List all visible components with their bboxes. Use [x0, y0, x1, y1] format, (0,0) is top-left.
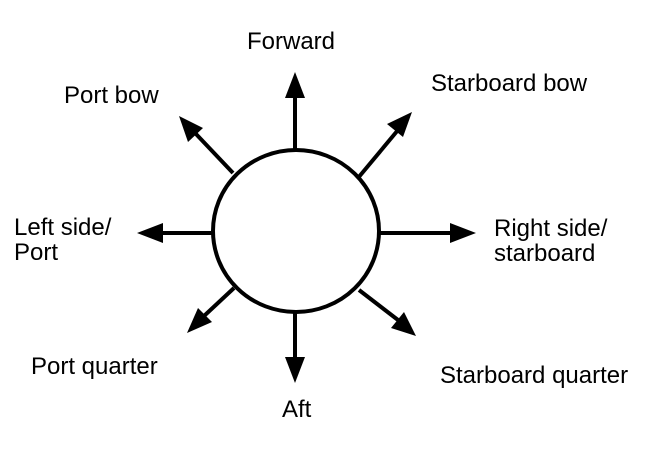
arrow-port-quarter — [187, 286, 236, 333]
label-port-quarter: Port quarter — [31, 353, 158, 380]
label-left-side-line1: Left side/ — [14, 214, 112, 241]
label-right-side: Right side/ starboard — [494, 216, 607, 266]
label-port-bow: Port bow — [64, 82, 159, 109]
arrow-left-side — [137, 223, 212, 243]
arrow-starboard-bow — [356, 112, 412, 180]
label-right-side-line1: Right side/ — [494, 215, 608, 242]
label-aft: Aft — [282, 396, 312, 423]
arrow-starboard-quarter — [357, 288, 416, 336]
arrow-aft — [285, 312, 305, 383]
label-starboard-quarter: Starboard quarter — [440, 362, 629, 389]
ship-circle — [211, 148, 381, 314]
arrow-port-bow — [179, 116, 235, 175]
label-right-side-line2: starboard — [494, 240, 596, 267]
label-forward: Forward — [247, 28, 336, 55]
label-left-side-line2: Port — [14, 239, 59, 266]
arrow-forward — [285, 72, 305, 150]
label-left-side: Left side/ Port — [14, 215, 111, 265]
label-starboard-bow: Starboard bow — [431, 70, 588, 97]
arrow-right-side — [380, 223, 476, 243]
